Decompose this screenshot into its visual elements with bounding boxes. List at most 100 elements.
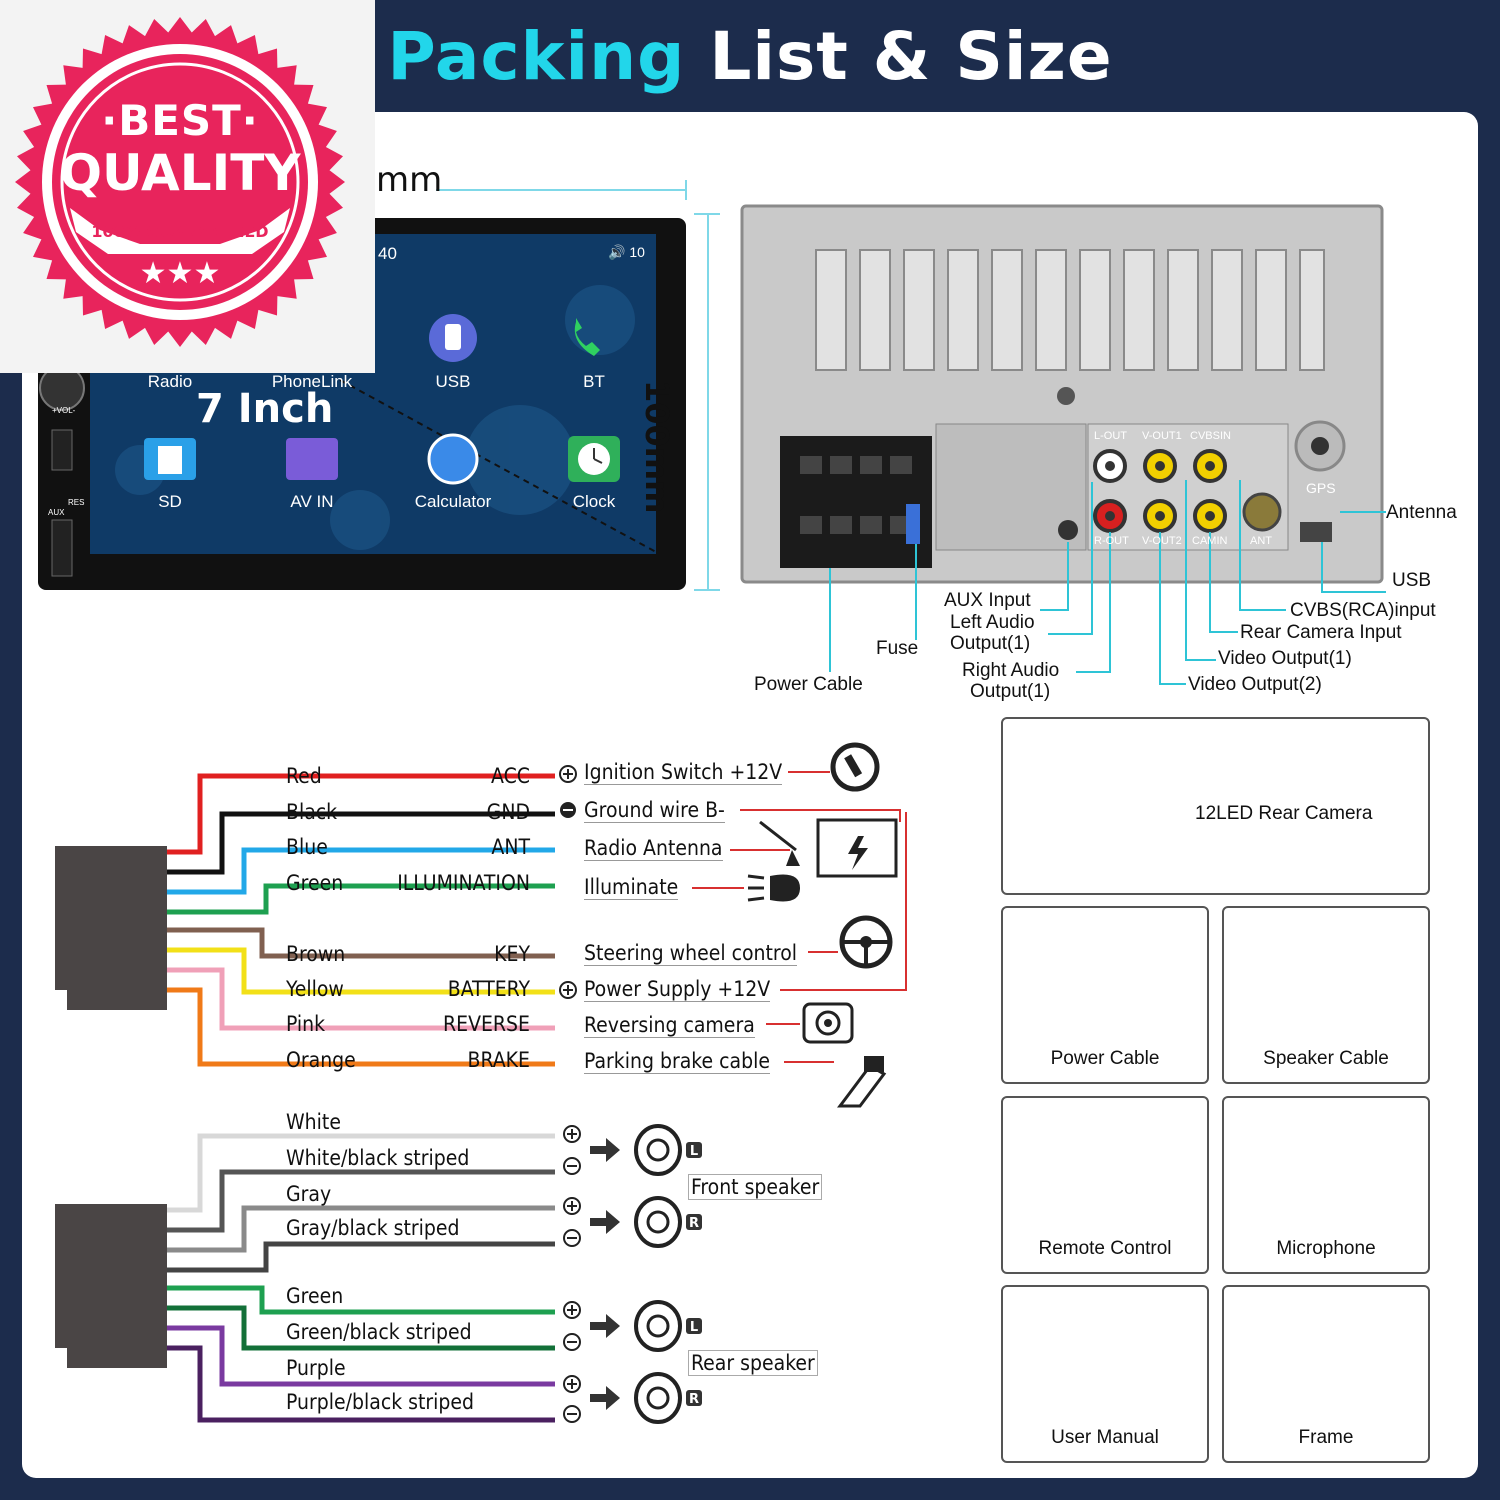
svg-text:R: R [689, 1392, 699, 1407]
app-calculator[interactable]: Calculator [414, 492, 492, 511]
app-bt[interactable]: BT [583, 372, 605, 391]
callout-right-audio-2: Output(1) [970, 681, 1051, 702]
res-label: RES [68, 498, 85, 507]
title-accent: Packing [387, 18, 686, 95]
power-wire-func-7: BRAKE [467, 1048, 530, 1072]
callout-fuse: Fuse [876, 638, 919, 659]
svg-text:R: R [689, 1216, 699, 1231]
power-wire-6 [167, 967, 555, 1031]
power-wire-color-1: Black [286, 800, 338, 824]
callout-aux: AUX Input [944, 590, 1031, 611]
item-power-cable: Power Cable [1001, 906, 1209, 1084]
badge-line1: ·BEST· [101, 96, 259, 145]
svg-text:L: L [690, 1320, 698, 1335]
speaker-wire-7 [167, 1345, 555, 1423]
dimension-lines [436, 180, 720, 591]
item-frame: Frame [1222, 1285, 1430, 1463]
power-wire-dest-2: Radio Antenna [584, 836, 723, 861]
power-wire-dest-6: Reversing camera [584, 1013, 755, 1038]
callout-video1: Video Output(1) [1218, 648, 1352, 669]
iso-connector [780, 436, 932, 568]
speaker-front-right-icon: R [563, 1196, 702, 1248]
item-rear-camera-label: 12LED Rear Camera [1195, 803, 1373, 824]
item-rear-camera: 12LED Rear Camera [1001, 717, 1430, 895]
port-ant: ANT [1250, 535, 1272, 547]
power-plug-block [55, 846, 167, 1010]
callout-left-audio-1: Left Audio [950, 612, 1035, 633]
badge-stars: ★★★ [139, 257, 221, 290]
speaker-wire-3 [167, 1241, 555, 1273]
speaker-rear-left-icon: L [563, 1300, 702, 1352]
speaker-icons: L R L R [563, 1124, 702, 1424]
power-wire-color-6: Pink [286, 1012, 326, 1036]
badge-line2: QUALITY [59, 144, 301, 202]
headlight-icon [747, 874, 800, 902]
power-wire-color-5: Yellow [286, 977, 344, 1001]
vol-label: +VOL- [52, 406, 76, 415]
item-speaker-cable-label: Speaker Cable [1263, 1048, 1389, 1069]
power-wire-dest-5: Power Supply +12V [584, 977, 771, 1002]
speaker-wire-color-3: Gray/black striped [286, 1216, 460, 1240]
port-gps: GPS [1306, 480, 1336, 496]
speaker-wire-color-6: Purple [286, 1356, 346, 1380]
page-title: Packing List & Size [0, 18, 1500, 95]
power-wire-dest-7: Parking brake cable [584, 1049, 770, 1074]
speaker-volume-icon: 🔊 [608, 244, 626, 260]
power-wire-7 [167, 987, 555, 1067]
speaker-rear-right-icon: R [563, 1372, 702, 1424]
power-wire-func-2: ANT [491, 835, 530, 859]
height-dimension-label: 100mm [638, 380, 676, 514]
item-user-manual-label: User Manual [1051, 1427, 1159, 1448]
callout-left-audio-2: Output(1) [950, 633, 1031, 654]
speaker-wires [167, 1133, 555, 1423]
power-wire-color-0: Red [286, 764, 322, 788]
svg-text:L: L [690, 1144, 698, 1159]
avin-app-icon [286, 438, 338, 480]
polarity-markers [559, 765, 577, 999]
power-wire-func-0: ACC [491, 764, 530, 788]
power-wire-dest-4: Steering wheel control [584, 941, 798, 966]
app-av-in[interactable]: AV IN [290, 492, 334, 511]
speaker-plug-block [55, 1204, 167, 1368]
battery-icon [816, 818, 898, 878]
speaker-wire-6 [167, 1325, 555, 1387]
usb-port [1300, 522, 1332, 542]
callout-usb: USB [1392, 570, 1432, 591]
power-wire-dest-0: Ignition Switch +12V [584, 760, 783, 785]
best-quality-badge: ·BEST· QUALITY 100% GUARANTEED ★★★ [0, 0, 375, 373]
callout-video2: Video Output(2) [1188, 674, 1322, 695]
port-camin: CAMIN [1192, 535, 1228, 547]
app-sd[interactable]: SD [158, 492, 182, 511]
calculator-app-icon [427, 433, 479, 485]
app-phonelink[interactable]: PhoneLink [271, 372, 353, 391]
power-wire-dest-1: Ground wire B- [584, 798, 725, 823]
callout-power-cable: Power Cable [754, 674, 863, 695]
aux-label: AUX [48, 508, 65, 517]
app-radio[interactable]: Radio [147, 372, 193, 391]
item-microphone: Microphone [1222, 1096, 1430, 1274]
power-wire-2 [167, 847, 555, 895]
antenna-icon [759, 820, 800, 866]
item-user-manual: User Manual [1001, 1285, 1209, 1463]
fuse [906, 504, 920, 544]
port-rout: R-OUT [1094, 535, 1129, 547]
power-wire-func-4: KEY [494, 942, 530, 966]
port-lout: L-OUT [1094, 430, 1127, 442]
power-wire-func-1: GND [486, 800, 530, 824]
power-wires [167, 773, 555, 1067]
port-vout1: V-OUT1 [1142, 430, 1182, 442]
power-wire-color-3: Green [286, 871, 344, 895]
antenna-port [1242, 492, 1282, 532]
callout-antenna: Antenna [1386, 502, 1457, 523]
heat-fins [815, 249, 1325, 371]
badge-ribbon: 100% GUARANTEED [91, 222, 269, 241]
item-remote-control: Remote Control [1001, 1096, 1209, 1274]
app-clock[interactable]: Clock [572, 492, 616, 511]
power-wire-4 [167, 927, 555, 959]
power-wire-color-7: Orange [286, 1048, 356, 1072]
app-usb[interactable]: USB [435, 372, 471, 391]
item-frame-label: Frame [1298, 1427, 1354, 1448]
bt-app-icon [574, 318, 600, 356]
item-microphone-label: Microphone [1276, 1238, 1376, 1259]
